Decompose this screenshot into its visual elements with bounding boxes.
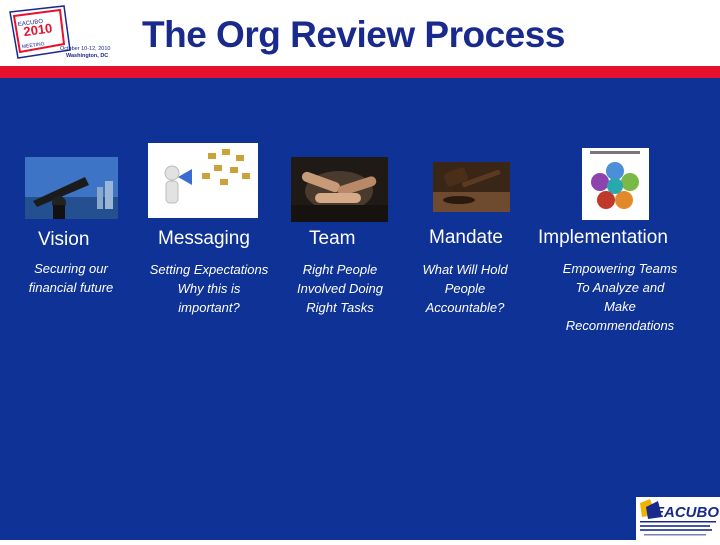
eacubo-footer-logo: EACUBO (636, 497, 720, 540)
team-hands-photo (291, 157, 388, 222)
svg-text:2010: 2010 (22, 20, 53, 39)
svg-text:EACUBO: EACUBO (18, 19, 44, 29)
step-label-team: Team (309, 228, 356, 249)
step-label-messaging: Messaging (158, 228, 250, 249)
megaphone-figure-icon (148, 143, 258, 218)
implementation-cycle-diagram (582, 148, 649, 220)
step-label-mandate: Mandate (429, 227, 503, 248)
telescope-photo (25, 157, 118, 219)
step-label-implementation: Implementation (538, 227, 668, 248)
slide-header: 2010 EACUBO MEETING October 10-12, 2010 … (0, 0, 720, 66)
eacubo-logo-graphic: EACUBO (640, 499, 719, 536)
eacubo-2010-meeting-logo: 2010 EACUBO MEETING October 10-12, 2010 … (9, 5, 110, 59)
accent-bar (0, 66, 720, 78)
svg-text:October 10-12, 2010: October 10-12, 2010 (60, 46, 110, 52)
gavel-photo (433, 162, 510, 212)
svg-text:MEETING: MEETING (22, 41, 46, 50)
svg-text:Washington, DC: Washington, DC (66, 53, 108, 59)
step-label-vision: Vision (38, 229, 90, 250)
page-title: The Org Review Process (142, 14, 565, 55)
svg-text:EACUBO: EACUBO (654, 504, 719, 521)
